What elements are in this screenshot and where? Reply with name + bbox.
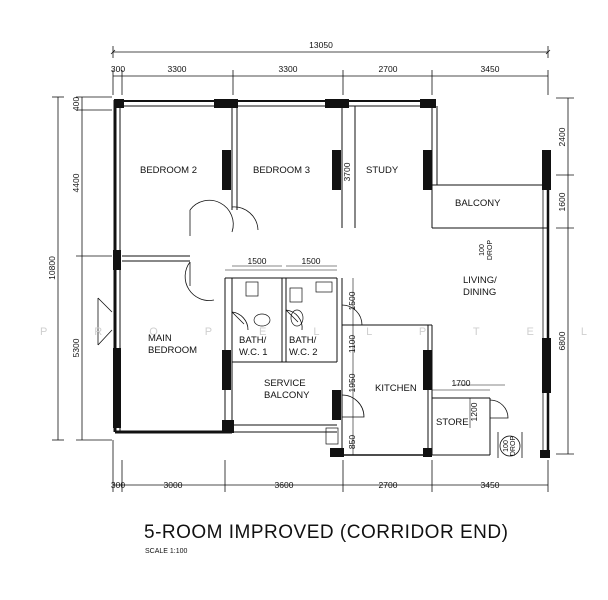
dim-top-2: 3300 [279, 64, 298, 74]
watermark: P R O P E L L P T E L T D [40, 326, 608, 338]
plan-title: 5-ROOM IMPROVED (CORRIDOR END) [144, 522, 509, 543]
dim-bottom-0: 300 [111, 480, 125, 490]
dim-study-h: 3700 [342, 162, 352, 181]
dim-v1100: 1100 [347, 335, 357, 354]
dim-bottom-4: 3450 [481, 480, 500, 490]
dim-top-1: 3300 [168, 64, 187, 74]
label-bath2-line2: W.C. 2 [289, 347, 318, 358]
label-living-line2: DINING [463, 287, 496, 298]
bottom-drop-label: DROP [510, 436, 517, 457]
dim-v1950: 1950 [347, 373, 357, 392]
label-main-line2: BEDROOM [148, 345, 197, 356]
label-store: STORE [436, 417, 469, 428]
label-main-line1: MAIN [148, 333, 172, 344]
dim-store-h: 1200 [469, 402, 479, 421]
dim-bath-w2: 1500 [302, 256, 321, 266]
dim-top-4: 3450 [481, 64, 500, 74]
label-bath2-line1: BATH/ [289, 335, 317, 346]
plan-scale: SCALE 1:100 [145, 548, 188, 555]
label-bath1-line1: BATH/ [239, 335, 267, 346]
dim-top-3: 2700 [379, 64, 398, 74]
label-service-line2: BALCONY [264, 390, 310, 401]
dim-top-0: 300 [111, 64, 125, 74]
dim-v850: 850 [347, 435, 357, 449]
label-study: STUDY [366, 165, 399, 176]
dim-overall-width: 13050 [309, 40, 333, 50]
drop-number: 100 [479, 244, 486, 256]
label-bath1-line2: W.C. 1 [239, 347, 268, 358]
dim-left-overall: 10800 [47, 256, 57, 280]
dim-store-w: 1700 [452, 378, 471, 388]
label-bedroom-2: BEDROOM 2 [140, 165, 197, 176]
dim-left-1: 4400 [71, 173, 81, 192]
label-balcony: BALCONY [455, 198, 501, 209]
bottom-drop-number: 100 [503, 440, 510, 452]
dim-bath-w1: 1500 [248, 256, 267, 266]
label-living-line1: LIVING/ [463, 275, 497, 286]
dim-left-0: 400 [71, 97, 81, 111]
dim-bottom-3: 2700 [379, 480, 398, 490]
dim-left-2: 5300 [71, 338, 81, 357]
drop-label: DROP [487, 240, 494, 261]
dim-right-1: 1600 [557, 192, 567, 211]
label-bedroom-3: BEDROOM 3 [253, 165, 310, 176]
label-service-line1: SERVICE [264, 378, 306, 389]
dim-v1500: 1500 [347, 291, 357, 310]
dim-bottom-1: 3000 [164, 480, 183, 490]
dim-right-2: 6800 [557, 331, 567, 350]
dim-right-0: 2400 [557, 127, 567, 146]
dim-bottom-2: 3600 [275, 480, 294, 490]
label-kitchen: KITCHEN [375, 383, 417, 394]
